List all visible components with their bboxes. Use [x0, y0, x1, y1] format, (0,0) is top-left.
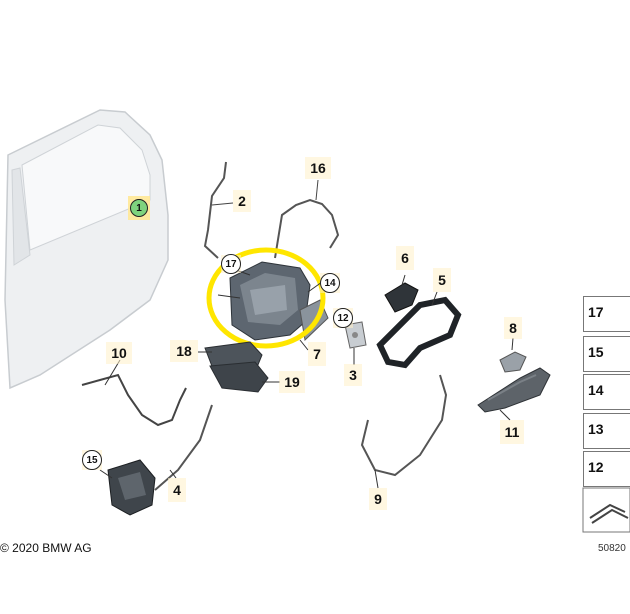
lower-lock-15[interactable] [107, 459, 156, 516]
copyright-notice: © 2020 BMW AG [0, 541, 92, 555]
handle-carrier[interactable] [376, 282, 462, 369]
callout-19[interactable]: 19 [279, 371, 305, 393]
callout-3[interactable]: 3 [344, 364, 362, 386]
door-lock-mechanism[interactable] [229, 261, 329, 342]
callout-17-circle: 17 [221, 254, 241, 274]
cover-18-19[interactable] [204, 341, 269, 393]
bowden-cable-9[interactable] [360, 374, 448, 477]
callout-7[interactable]: 7 [308, 342, 326, 366]
legend-panel-bottom [582, 487, 630, 533]
callout-17[interactable]: 17 [221, 254, 241, 274]
diagram-number: 50820 [598, 543, 626, 554]
legend-item-17[interactable]: 17 [583, 296, 630, 332]
callout-12-circle: 12 [333, 308, 353, 328]
rod-2[interactable] [203, 161, 227, 259]
legend-label-13: 13 [588, 421, 604, 437]
callout-15-circle: 15 [82, 450, 102, 470]
cable-10[interactable] [81, 373, 187, 427]
legend-item-13[interactable]: 13 [583, 413, 630, 449]
legend-item-14[interactable]: 14 [583, 374, 630, 410]
outer-door-handle[interactable] [477, 367, 551, 413]
legend-label-14: 14 [588, 382, 604, 398]
legend-label-15: 15 [588, 344, 604, 360]
legend-item-12[interactable]: 12 [583, 451, 630, 487]
callout-5[interactable]: 5 [433, 268, 451, 292]
callout-16[interactable]: 16 [305, 157, 331, 179]
callout-1[interactable]: 1 [128, 196, 150, 220]
rod-16[interactable] [274, 198, 340, 259]
striker-plate[interactable] [344, 321, 367, 349]
callout-11[interactable]: 11 [500, 420, 524, 444]
callout-18[interactable]: 18 [170, 340, 198, 362]
leader-lines [99, 267, 514, 489]
callout-1-circle: 1 [130, 199, 148, 217]
callout-12[interactable]: 12 [333, 308, 353, 328]
callout-10[interactable]: 10 [106, 342, 132, 364]
door-panel[interactable] [4, 109, 169, 390]
callout-2[interactable]: 2 [233, 190, 251, 212]
callout-8[interactable]: 8 [504, 317, 522, 339]
callout-14-circle: 14 [320, 273, 340, 293]
callout-9[interactable]: 9 [369, 488, 387, 510]
callout-14[interactable]: 14 [320, 273, 340, 293]
legend-label-17: 17 [588, 304, 604, 320]
highlight-ellipse [206, 247, 326, 349]
lock-cylinder-cap[interactable] [499, 351, 527, 373]
cable-4[interactable] [154, 404, 213, 491]
legend-item-15[interactable]: 15 [583, 336, 630, 372]
callout-15[interactable]: 15 [82, 450, 102, 470]
legend-label-12: 12 [588, 459, 604, 475]
callout-6[interactable]: 6 [396, 246, 414, 270]
callout-4[interactable]: 4 [168, 478, 186, 502]
